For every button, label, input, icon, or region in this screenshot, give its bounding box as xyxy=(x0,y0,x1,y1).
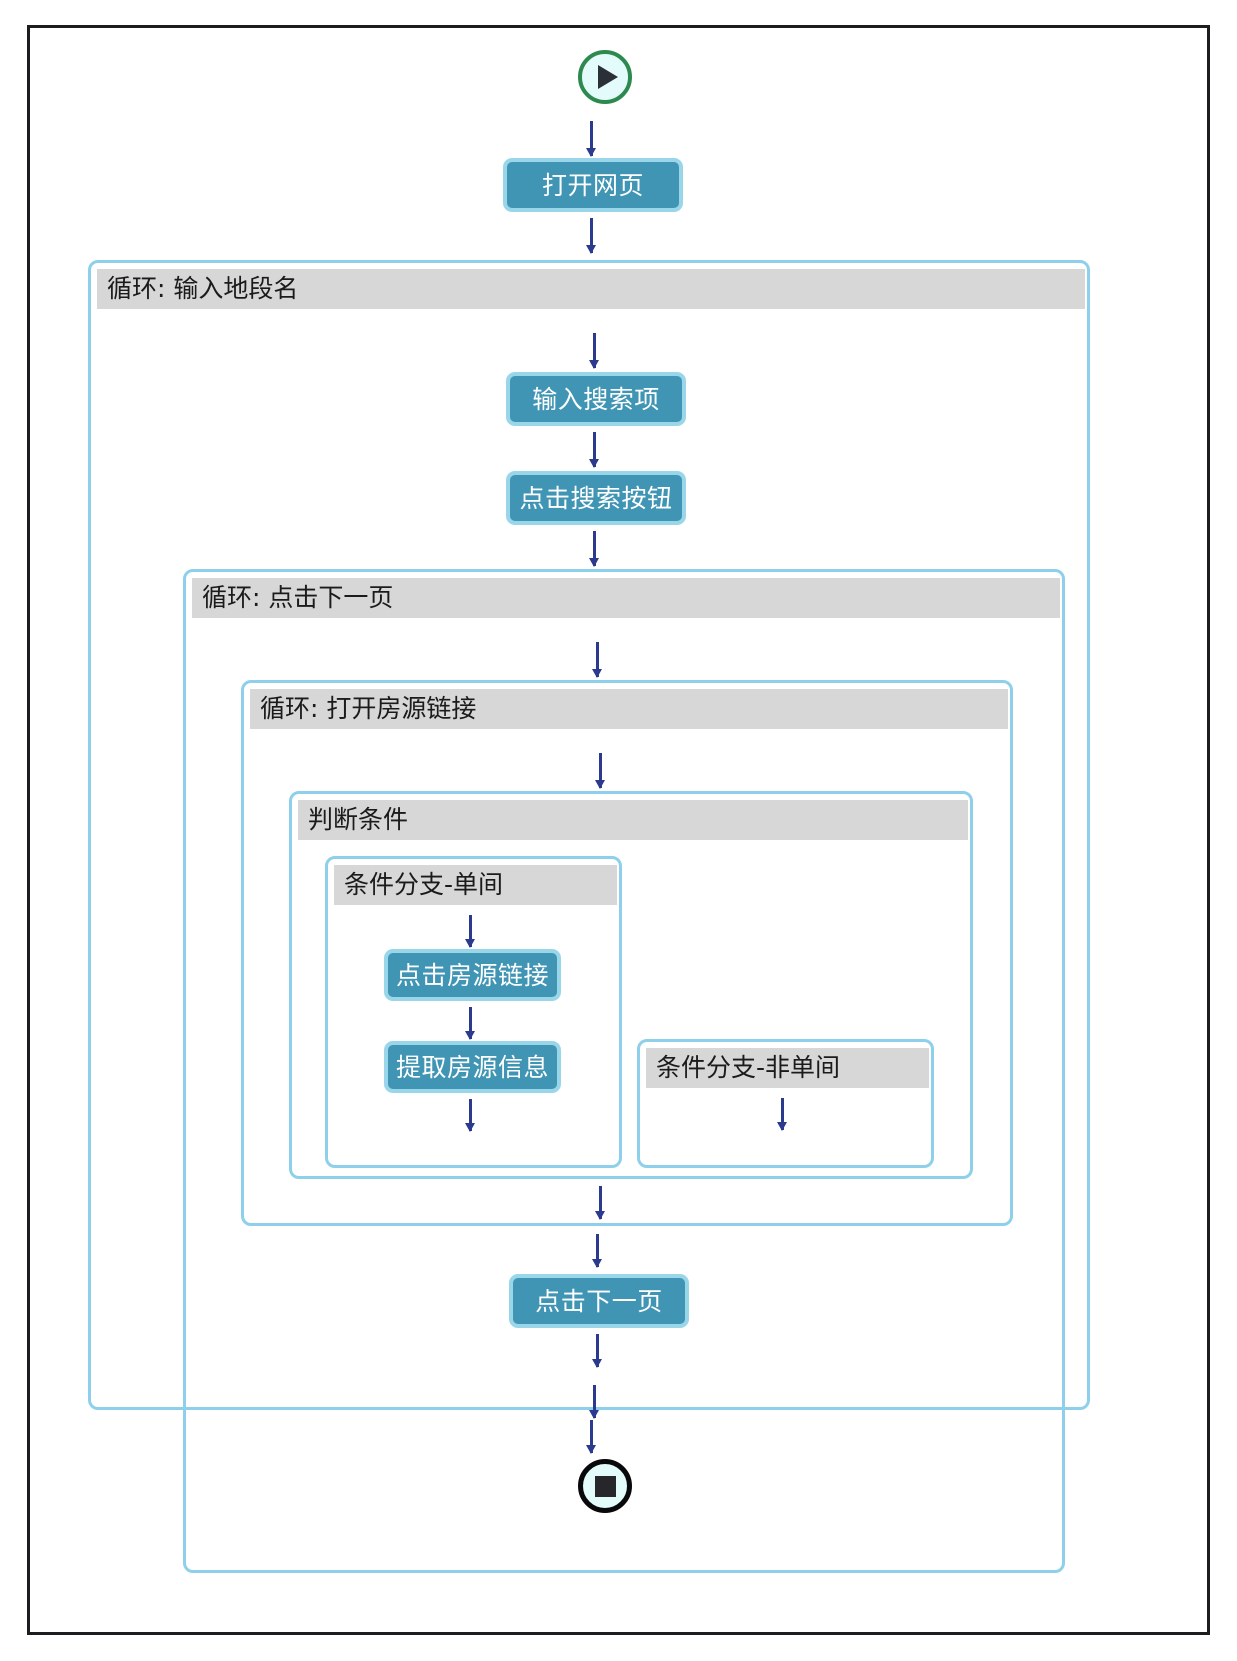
stop-icon xyxy=(594,1475,616,1497)
start-node[interactable] xyxy=(578,50,632,104)
play-icon xyxy=(598,65,618,89)
arrow-loop3-to-condition xyxy=(595,753,605,789)
arrow-loop3-to-click-next-page xyxy=(592,1234,602,1268)
container-condition-title: 判断条件 xyxy=(298,800,968,840)
action-input-search-term[interactable]: 输入搜索项 xyxy=(506,372,686,426)
container-loop-next-page-title: 循环: 点击下一页 xyxy=(192,578,1060,618)
container-branch-non-single-room[interactable]: 条件分支-非单间 xyxy=(637,1039,934,1168)
container-loop-district-name[interactable]: 循环: 输入地段名 输入搜索项 点击搜索按钮 循环: 点击下一页 循环: 打开房… xyxy=(88,260,1090,1573)
arrow-loop1-to-input-search xyxy=(589,333,599,369)
action-click-next-page[interactable]: 点击下一页 xyxy=(509,1274,689,1328)
arrow-click-next-page-to-loop2-end xyxy=(592,1334,602,1368)
arrow-open-webpage-to-loop1 xyxy=(586,218,596,254)
arrow-input-search-to-click-search xyxy=(589,432,599,468)
arrow-extract-to-branch-a-end xyxy=(465,1099,475,1132)
arrow-loop2-to-loop1-end xyxy=(589,1385,599,1419)
action-open-webpage[interactable]: 打开网页 xyxy=(503,158,683,212)
action-click-listing-link[interactable]: 点击房源链接 xyxy=(384,949,561,1001)
arrow-start-to-open-webpage xyxy=(586,121,596,157)
end-node[interactable] xyxy=(578,1459,632,1513)
container-loop-district-name-title: 循环: 输入地段名 xyxy=(97,269,1085,309)
arrow-condition-to-loop3-end xyxy=(595,1186,605,1220)
container-loop-next-page[interactable]: 循环: 点击下一页 循环: 打开房源链接 判断条件 条件分支-单间 点击房源链接 xyxy=(183,569,1065,1573)
arrow-loop2-to-loop3 xyxy=(592,642,602,678)
arrow-branch-a-to-click-listing xyxy=(465,915,475,948)
arrow-click-search-to-loop2 xyxy=(589,531,599,567)
container-branch-single-room-title: 条件分支-单间 xyxy=(334,865,617,905)
container-branch-single-room[interactable]: 条件分支-单间 点击房源链接 提取房源信息 xyxy=(325,856,622,1168)
container-loop-open-listing[interactable]: 循环: 打开房源链接 判断条件 条件分支-单间 点击房源链接 提取房源信息 xyxy=(241,680,1013,1226)
action-click-search-button[interactable]: 点击搜索按钮 xyxy=(506,471,686,525)
arrow-branch-b-flow xyxy=(777,1098,787,1131)
arrow-click-listing-to-extract xyxy=(465,1007,475,1040)
container-loop-open-listing-title: 循环: 打开房源链接 xyxy=(250,689,1008,729)
arrow-loop1-to-end xyxy=(586,1420,596,1454)
container-condition[interactable]: 判断条件 条件分支-单间 点击房源链接 提取房源信息 条件分支-非单间 xyxy=(289,791,973,1179)
action-extract-listing-info[interactable]: 提取房源信息 xyxy=(384,1041,561,1093)
flowchart-canvas: 打开网页 循环: 输入地段名 输入搜索项 点击搜索按钮 循环: 点击下一页 循环… xyxy=(27,25,1210,1635)
container-branch-non-single-room-title: 条件分支-非单间 xyxy=(646,1048,929,1088)
